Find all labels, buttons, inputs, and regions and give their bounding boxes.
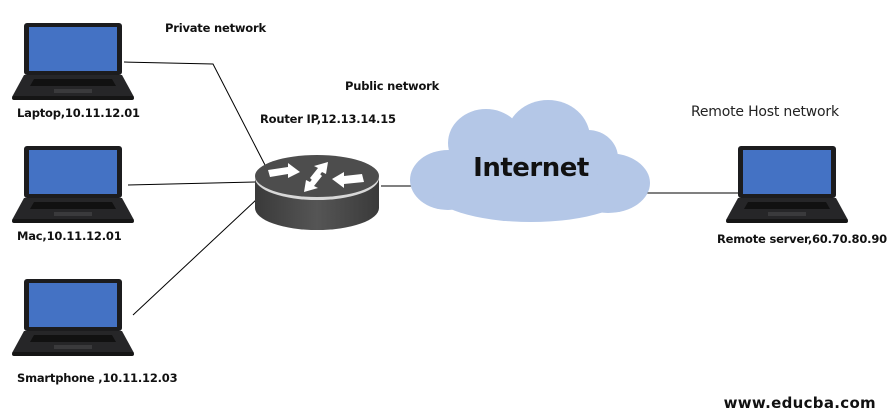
router-ip-label: Router IP,12.13.14.15: [260, 112, 396, 126]
router[interactable]: [252, 150, 382, 232]
watermark: www.educba.com: [723, 394, 876, 412]
laptop-device-label: Laptop,10.11.12.01: [17, 106, 140, 120]
remote-server-device[interactable]: [726, 145, 848, 225]
smartphone-device[interactable]: [12, 278, 134, 358]
wire-smartphone-router: [132, 199, 257, 316]
remote-host-network-label: Remote Host network: [691, 104, 839, 120]
laptop-icon: [726, 146, 848, 223]
wire-laptop-router: [123, 61, 266, 166]
remote-server-label: Remote server,60.70.80.90: [717, 232, 887, 246]
mac-device[interactable]: [12, 145, 134, 225]
laptop-icon: [12, 146, 134, 223]
laptop-icon: [12, 23, 134, 100]
laptop-icon: [12, 279, 134, 356]
cloud-icon: [410, 100, 650, 222]
router-icon: [255, 155, 379, 230]
private-network-label: Private network: [165, 21, 266, 35]
laptop-device[interactable]: [12, 22, 134, 102]
internet-label: Internet: [473, 153, 589, 183]
wire-mac-router: [127, 181, 257, 186]
internet-cloud[interactable]: Internet: [408, 98, 654, 224]
smartphone-device-label: Smartphone ,10.11.12.03: [17, 371, 178, 385]
mac-device-label: Mac,10.11.12.01: [17, 229, 122, 243]
public-network-label: Public network: [345, 79, 440, 93]
